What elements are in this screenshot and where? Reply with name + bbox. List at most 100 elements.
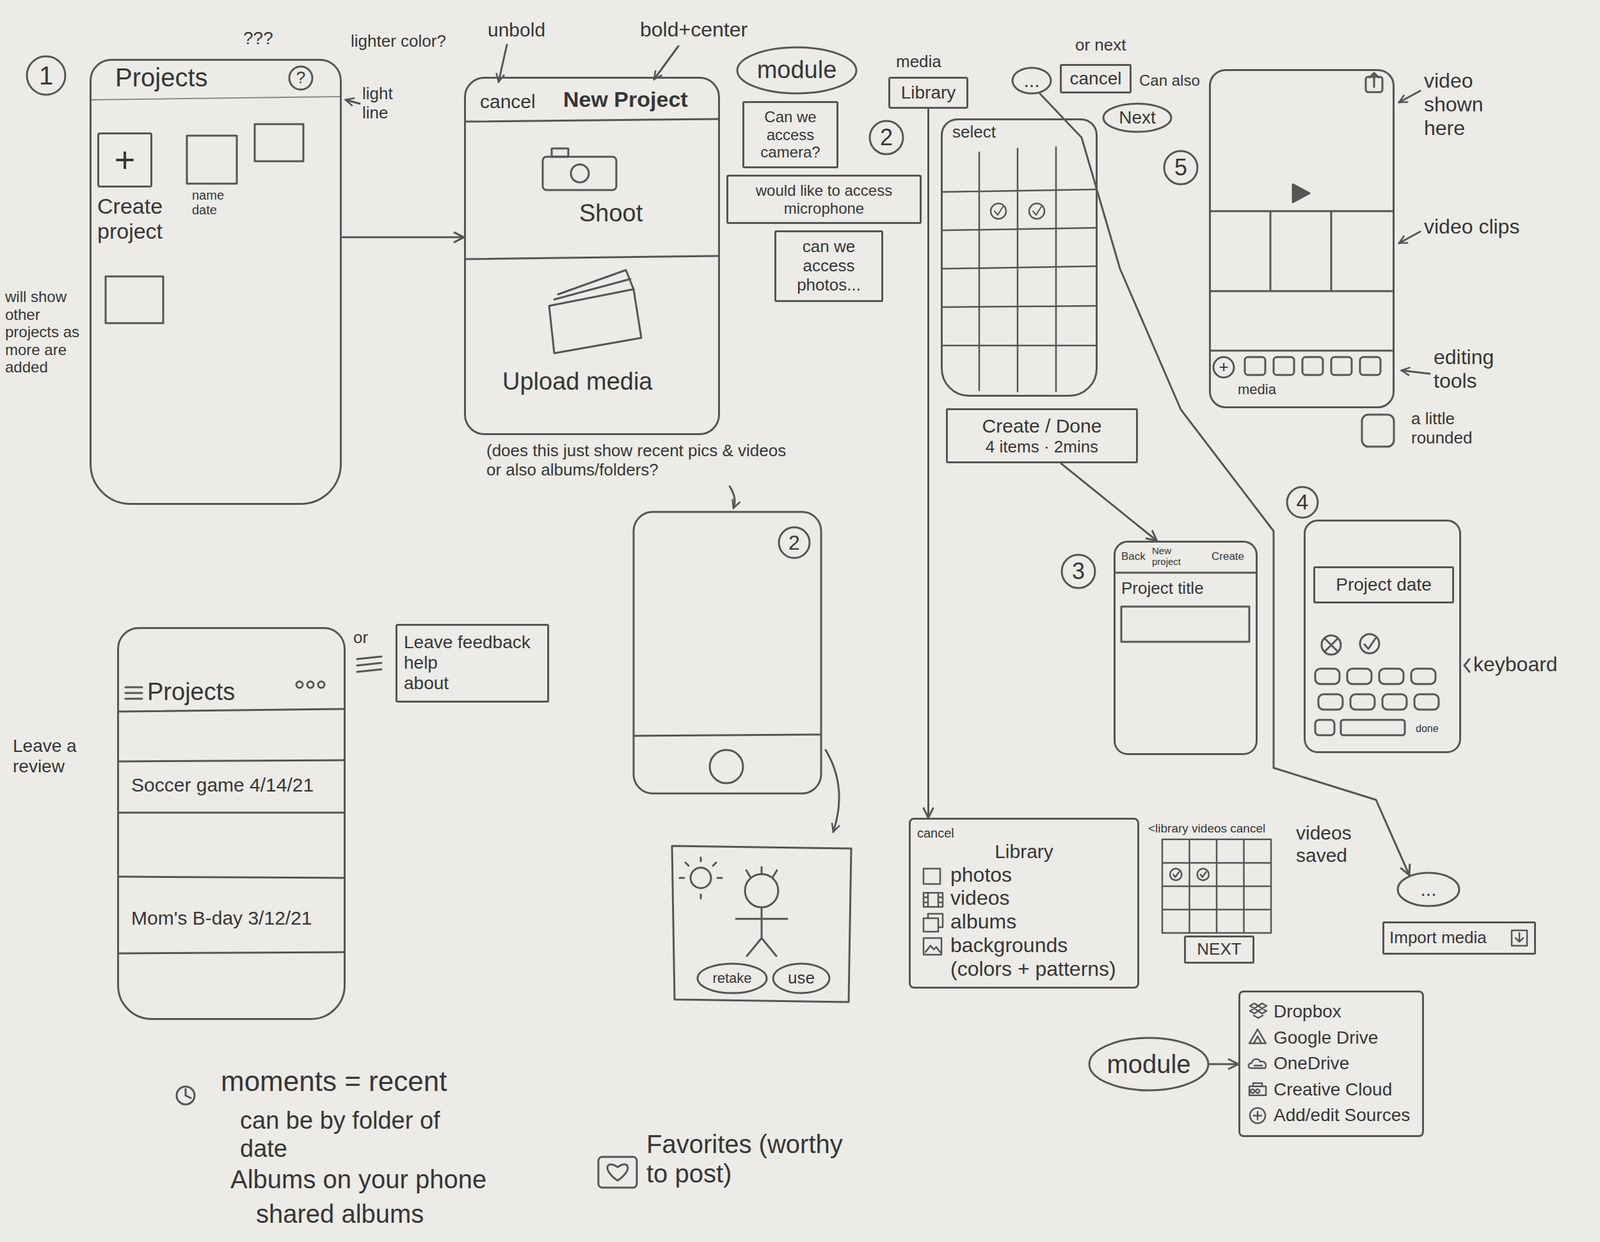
connector-layer [341, 93, 1410, 1065]
keyboard-sketch [1364, 638, 1376, 649]
leader-arrow [729, 486, 735, 509]
flow-arrow [1209, 1063, 1239, 1066]
note-label: lighter color? [350, 32, 454, 52]
list-phone-details [296, 681, 303, 688]
phone-two-details [551, 148, 569, 157]
node-text: Soccer game 4/14/21 [131, 774, 314, 797]
flow-arrow [1061, 463, 1158, 541]
title-screen-details [1121, 606, 1250, 642]
video-grid-sketch [1162, 839, 1272, 934]
note-label: Favorites (worthy to post) [646, 1129, 864, 1189]
note-label: name date [192, 188, 237, 218]
photo-preview [672, 846, 852, 1003]
node-text: use [787, 968, 815, 989]
note-label: Create project [97, 193, 194, 244]
outline [773, 963, 830, 994]
outline [26, 56, 66, 95]
photo-grid [990, 203, 1007, 219]
keyboard-sketch [1340, 720, 1405, 736]
more-button: ... [1396, 871, 1461, 908]
node-text: 2 [880, 124, 893, 151]
note-icons [607, 1164, 628, 1181]
menu-icon [1511, 930, 1528, 946]
editor-details [1331, 357, 1352, 376]
callout-number: 3 [1060, 553, 1097, 590]
outline [1012, 67, 1051, 94]
node-text: cancel [1070, 68, 1122, 89]
note-label: a little rounded [1411, 409, 1520, 448]
editor-details [1292, 184, 1310, 203]
keyboard-sketch [1379, 668, 1404, 685]
node-text: Project date [1335, 574, 1432, 596]
note-label: (does this just show recent pics & video… [486, 441, 788, 480]
phone-one-details [90, 96, 341, 324]
create-tile: + [97, 132, 153, 188]
node-text: Project title [1121, 579, 1204, 599]
editor-details [1244, 357, 1266, 376]
editor-details [1361, 414, 1394, 447]
video-grid: <library videos cancel [1146, 820, 1291, 939]
note-label: shared albums [256, 1199, 424, 1229]
node-text: 2 [788, 531, 800, 555]
node-text: Upload media [502, 368, 653, 397]
note-label: Can also [1139, 71, 1200, 90]
menu-icon [1249, 1083, 1266, 1096]
menu-icon [923, 839, 1528, 1124]
note-label: editing tools [1433, 345, 1543, 393]
node-text: New project [1152, 545, 1197, 568]
leader-arrow [1401, 370, 1430, 374]
node-text: module [1106, 1049, 1191, 1080]
menu-icon [923, 869, 941, 885]
sketch-layer [90, 44, 1528, 1188]
permission-box: would like to access microphone [726, 174, 922, 224]
cancel-button: cancel [1059, 64, 1132, 94]
list-phone-details [307, 681, 314, 688]
permission-box: can we access photos... [774, 230, 884, 303]
node-text: Back [1121, 550, 1146, 564]
camera-phone [709, 750, 744, 784]
add-media-button: + [1212, 355, 1236, 379]
note-label: or [353, 628, 368, 648]
note-label: Leave a review [12, 736, 103, 777]
menu-icon [1249, 1003, 1267, 1019]
phone-two-details [465, 256, 719, 260]
menu-icon [1197, 869, 1209, 881]
keyboard-sketch [1350, 694, 1375, 710]
help-icon: ? [288, 65, 314, 91]
next-button: Next [1102, 102, 1173, 134]
node-text: cancel [917, 826, 1131, 841]
leader-arrow [1464, 659, 1470, 672]
phone-two-details [465, 119, 719, 354]
outline [289, 66, 313, 90]
import-button: Import media [1382, 921, 1536, 955]
menu-icon [1249, 1029, 1266, 1044]
editor-details [1210, 72, 1394, 447]
node-text: Next [1118, 107, 1156, 128]
flow-arrow [927, 108, 930, 818]
library-menu: cancelLibraryphotosvideosalbumsbackgroun… [908, 817, 1140, 989]
menu-icon [923, 938, 942, 955]
phone-two-details [554, 270, 634, 300]
menu-icon [923, 892, 943, 907]
editor-details [1273, 357, 1295, 376]
flow-arrow [341, 236, 464, 239]
node-text: NEXT [1196, 940, 1241, 960]
callout-number: 2 [868, 119, 905, 156]
menu-icon [923, 892, 943, 907]
node-text: help [403, 652, 541, 674]
phone-screen: doneProject date [1303, 519, 1462, 754]
title-screen-details [1114, 572, 1257, 575]
phone-screen: media+ [1208, 69, 1395, 409]
editor-details [1360, 357, 1381, 376]
editor-details [1210, 211, 1394, 351]
leader-arrow [1399, 90, 1421, 103]
node-text: Projects [147, 678, 235, 707]
outline [1164, 151, 1198, 185]
flow-arrow [1040, 93, 1410, 875]
phone-screen: ProjectsSoccer game 4/14/21Mom's B-day 3… [117, 627, 346, 1021]
outline [1397, 872, 1460, 907]
leader-arrow [1399, 231, 1421, 244]
photo-grid [994, 206, 1042, 216]
menu-icon [1249, 1107, 1266, 1124]
node-text: backgrounds (colors + patterns) [917, 933, 1131, 982]
